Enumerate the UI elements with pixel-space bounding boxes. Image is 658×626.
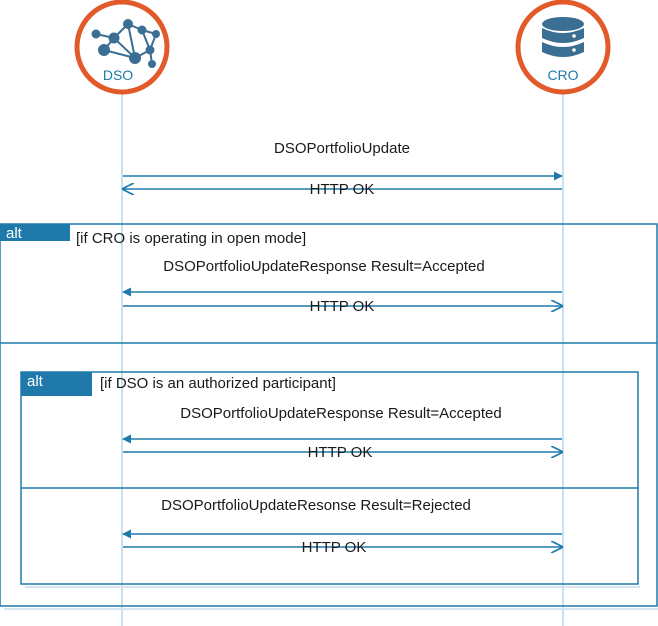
participant-label-cro: CRO (547, 67, 578, 83)
database-icon (542, 17, 584, 57)
fragment-guard: [if DSO is an authorized participant] (100, 375, 336, 392)
participant-label-dso: DSO (103, 67, 133, 83)
message-label: HTTP OK (308, 444, 373, 461)
participant-dso: DSO (74, 0, 170, 95)
network-icon (91, 19, 160, 68)
message-label: HTTP OK (310, 181, 375, 198)
participant-cro: CRO (515, 0, 611, 95)
fragment-guard: [if CRO is operating in open mode] (76, 230, 306, 247)
message-label: HTTP OK (310, 298, 375, 315)
message-label: DSOPortfolioUpdate (274, 140, 410, 157)
fragment-keyword: alt (27, 373, 44, 390)
message-label: DSOPortfolioUpdateResponse Result=Accept… (163, 258, 484, 275)
message-label: DSOPortfolioUpdateResponse Result=Accept… (180, 405, 501, 422)
alt-fragment-outer: alt [if CRO is operating in open mode] (0, 223, 658, 610)
alt-fragment-inner: alt [if DSO is an authorized participant… (20, 371, 640, 588)
message-label: HTTP OK (302, 539, 367, 556)
fragment-keyword: alt (6, 225, 23, 242)
message-label: DSOPortfolioUpdateResonse Result=Rejecte… (161, 497, 471, 514)
